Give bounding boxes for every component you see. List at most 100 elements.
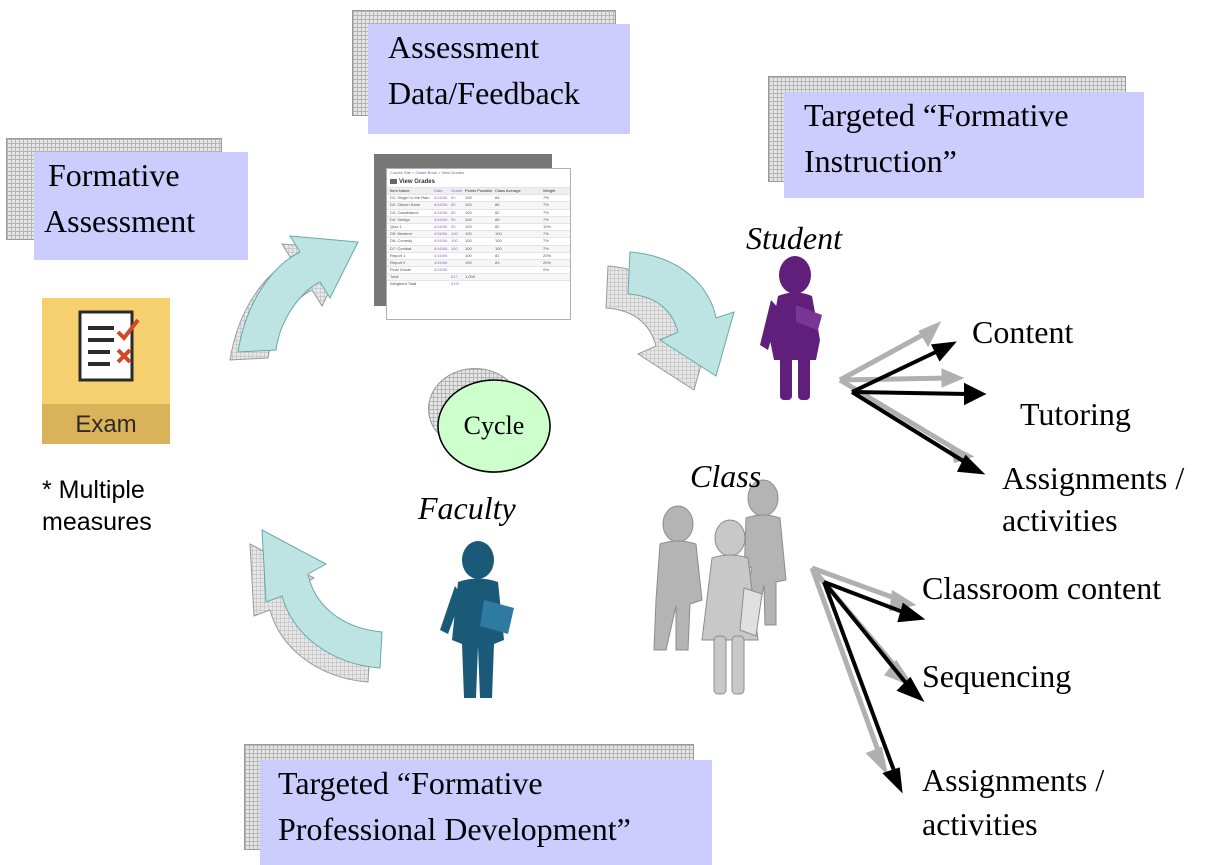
gradebook-cell xyxy=(495,281,543,287)
gradebook-cell xyxy=(451,260,465,266)
gradebook-cell: 617 xyxy=(451,274,458,280)
gradebook-cell: Date xyxy=(434,188,443,193)
gradebook-cell xyxy=(434,274,451,280)
targeted-instruction-line-1: Targeted “Formative xyxy=(804,97,1069,133)
gradebook-cell: 100 xyxy=(465,259,472,265)
gradebook-cell: 100 xyxy=(495,245,502,251)
gradebook-icon xyxy=(390,179,397,184)
gradebook-cell: Weight xyxy=(543,188,556,193)
gradebook-cell: Quiz 1 xyxy=(390,223,402,229)
multiple-measures-line-1: * Multiple xyxy=(42,476,145,504)
assessment-data-line-2: Data/Feedback xyxy=(388,75,580,111)
gradebook-cell: 1,000 xyxy=(465,274,476,280)
targeted-instruction-line-2: Instruction” xyxy=(804,143,957,179)
gradebook-cell: 7% xyxy=(543,216,549,222)
gradebook-cell: 100 xyxy=(451,238,458,244)
student-outcome-assignments: Assignments / xyxy=(1002,460,1185,496)
gradebook-cell: 100 xyxy=(451,245,458,251)
gradebook-row: Report 2 4/16/06 100 83 20% xyxy=(387,258,570,267)
gradebook-cell: Item Name xyxy=(390,188,410,193)
gradebook-cell: D6: Comedy xyxy=(390,238,413,244)
gradebook-cell xyxy=(495,274,543,280)
gradebook-cell: Report 1 xyxy=(390,252,406,258)
class-figures xyxy=(653,479,787,695)
gradebook-cell: Report 2 xyxy=(390,259,406,265)
gradebook-screenshot: Course Site > Grade Book > View Grades V… xyxy=(386,168,571,320)
class-outcome-activities: activities xyxy=(922,806,1038,842)
gradebook-cell: 100 xyxy=(465,195,472,201)
gradebook-cell: D2: Citizen Kane xyxy=(390,202,421,208)
gradebook-cell: 100 xyxy=(465,202,472,208)
gradebook-cell: 7% xyxy=(543,238,549,244)
gradebook-cell: 4/16/06 xyxy=(434,267,448,273)
targeted-pd-box: Targeted “Formative Professional Develop… xyxy=(260,760,712,865)
gradebook-cell: 85 xyxy=(451,209,456,215)
gradebook-cell: 100 xyxy=(465,223,472,229)
gradebook-title-text: View Grades xyxy=(399,179,435,185)
class-outcome-classroom-content: Classroom content xyxy=(922,570,1162,606)
faculty-label: Faculty xyxy=(418,490,516,526)
gradebook-cell: Total xyxy=(390,274,399,280)
gradebook-cell: 100 xyxy=(495,231,502,237)
gradebook-cell: 100 xyxy=(465,231,472,237)
gradebook-cell: 4/16/06 xyxy=(434,209,448,215)
targeted-pd-line-2: Professional Development” xyxy=(278,811,631,847)
gradebook-cell: 83 xyxy=(495,259,500,265)
gradebook-cell: Grade xyxy=(451,188,463,193)
gradebook-cell: 84 xyxy=(495,195,500,201)
student-outcome-content: Content xyxy=(972,314,1074,350)
gradebook-cell: 90 xyxy=(451,223,456,229)
assessment-data-box: Assessment Data/Feedback xyxy=(368,24,630,134)
gradebook-cell: 100 xyxy=(465,245,472,251)
gradebook-cell: 100 xyxy=(465,238,472,244)
student-figure xyxy=(760,256,822,400)
cycle-label: Cycle xyxy=(463,411,525,440)
gradebook-cell: 100 xyxy=(465,209,472,215)
gradebook-title: View Grades xyxy=(387,177,570,187)
cycle-arrow-up-right xyxy=(229,235,359,361)
gradebook-cell: D1: Singin' in the Rain xyxy=(390,195,430,201)
gradebook-cell: 90 xyxy=(451,216,456,222)
student-label: Student xyxy=(746,220,842,256)
gradebook-cell: Points Possible xyxy=(465,188,493,193)
faculty-figure xyxy=(440,541,514,698)
gradebook-cell: 20% xyxy=(543,259,552,265)
gradebook-cell: 4/16/06 xyxy=(434,238,448,244)
gradebook-cell: D7: Combat xyxy=(390,245,412,251)
gradebook-cell: 7% xyxy=(543,202,549,208)
gradebook-cell xyxy=(543,274,563,280)
student-outcome-tutoring: Tutoring xyxy=(1020,396,1131,432)
gradebook-cell: 82 xyxy=(495,209,500,215)
cycle-arrow-left-up xyxy=(249,529,383,683)
gradebook-cell: Class Average xyxy=(495,188,521,193)
gradebook-row: Total 617 1,000 xyxy=(387,273,570,281)
gradebook-cell: 4/16/06 xyxy=(434,259,448,265)
gradebook-cell: D4: Vertigo xyxy=(390,216,410,222)
formative-assessment-line-2: Assessment xyxy=(44,203,196,239)
gradebook-cell: 100 xyxy=(451,231,458,237)
formative-assessment-line-1: Formative xyxy=(48,157,180,193)
gradebook-breadcrumb: Course Site > Grade Book > View Grades xyxy=(390,170,465,175)
gradebook-cell: 0% xyxy=(543,267,549,273)
targeted-pd-line-1: Targeted “Formative xyxy=(278,765,543,801)
class-outcome-assignments: Assignments / xyxy=(922,762,1105,798)
gradebook-cell: 7% xyxy=(543,231,549,237)
gradebook-cell: 4/16/06 xyxy=(434,223,448,229)
gradebook-cell xyxy=(495,267,543,273)
gradebook-cell: D5: Western xyxy=(390,231,413,237)
gradebook-cell: 100 xyxy=(495,238,502,244)
gradebook-cell xyxy=(465,267,495,273)
gradebook-cell: 91% xyxy=(451,281,460,287)
gradebook-cell: 86 xyxy=(495,202,500,208)
gradebook-cell: 85 xyxy=(495,216,500,222)
class-label: Class xyxy=(690,458,762,494)
gradebook-cell: 7% xyxy=(543,209,549,215)
